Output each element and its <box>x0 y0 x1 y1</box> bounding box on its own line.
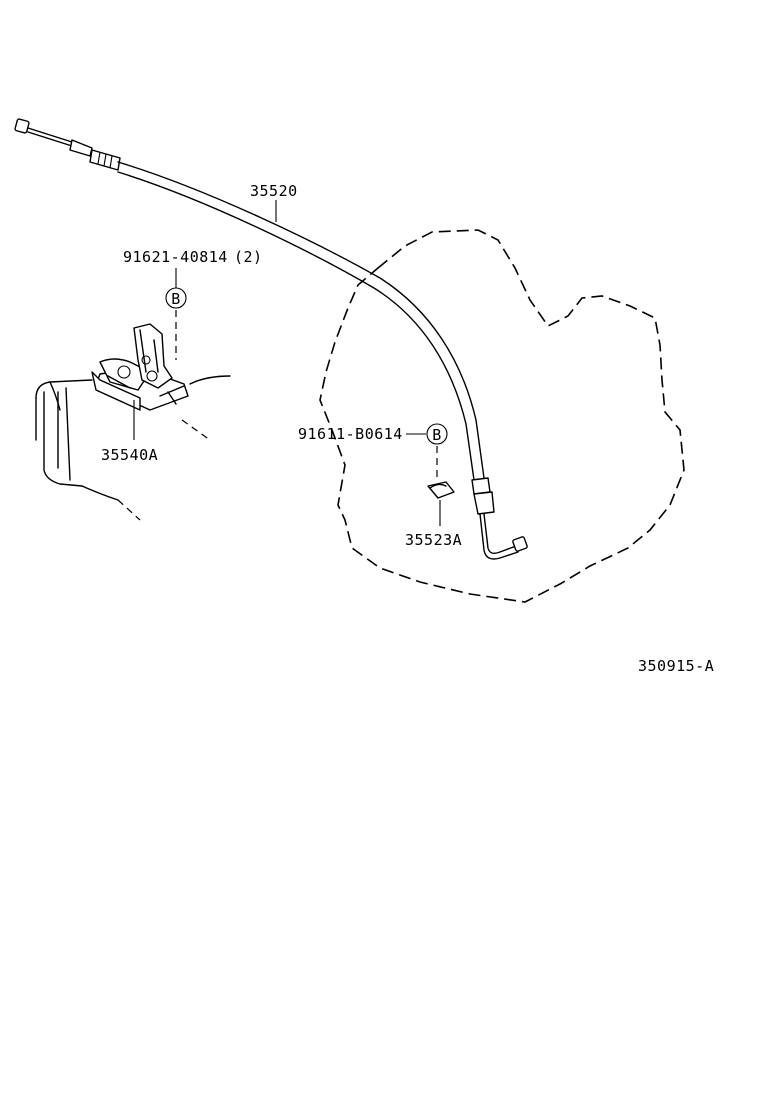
part-label-bolt-upper-qty: (2) <box>234 248 263 266</box>
shift-cable <box>117 161 528 560</box>
housing-outline <box>35 375 231 521</box>
part-label-bolt-side: 91611-B0614 <box>298 425 403 443</box>
part-label-bracket-lower: 35540A <box>101 446 158 464</box>
cable-clamp: 35523A <box>405 481 462 549</box>
upper-bolt-callout: B 91621-40814 (2) <box>123 248 263 360</box>
callout-letter-upper: B <box>171 290 181 308</box>
part-label-cable: 35520 <box>250 182 298 200</box>
bracket-lower-callout: 35540A <box>101 400 158 464</box>
part-label-clamp: 35523A <box>405 531 462 549</box>
drawing-number: 350915-A <box>638 657 714 675</box>
transmission-outline <box>319 229 685 603</box>
callout-letter-side: B <box>432 426 442 444</box>
part-label-bolt-upper: 91621-40814 <box>123 248 228 266</box>
cable-end-fitting <box>14 118 121 171</box>
side-bolt-callout: 91611-B0614 B <box>298 423 448 478</box>
cable-callout: 35520 <box>250 182 298 222</box>
shift-bracket-assembly <box>91 323 189 411</box>
